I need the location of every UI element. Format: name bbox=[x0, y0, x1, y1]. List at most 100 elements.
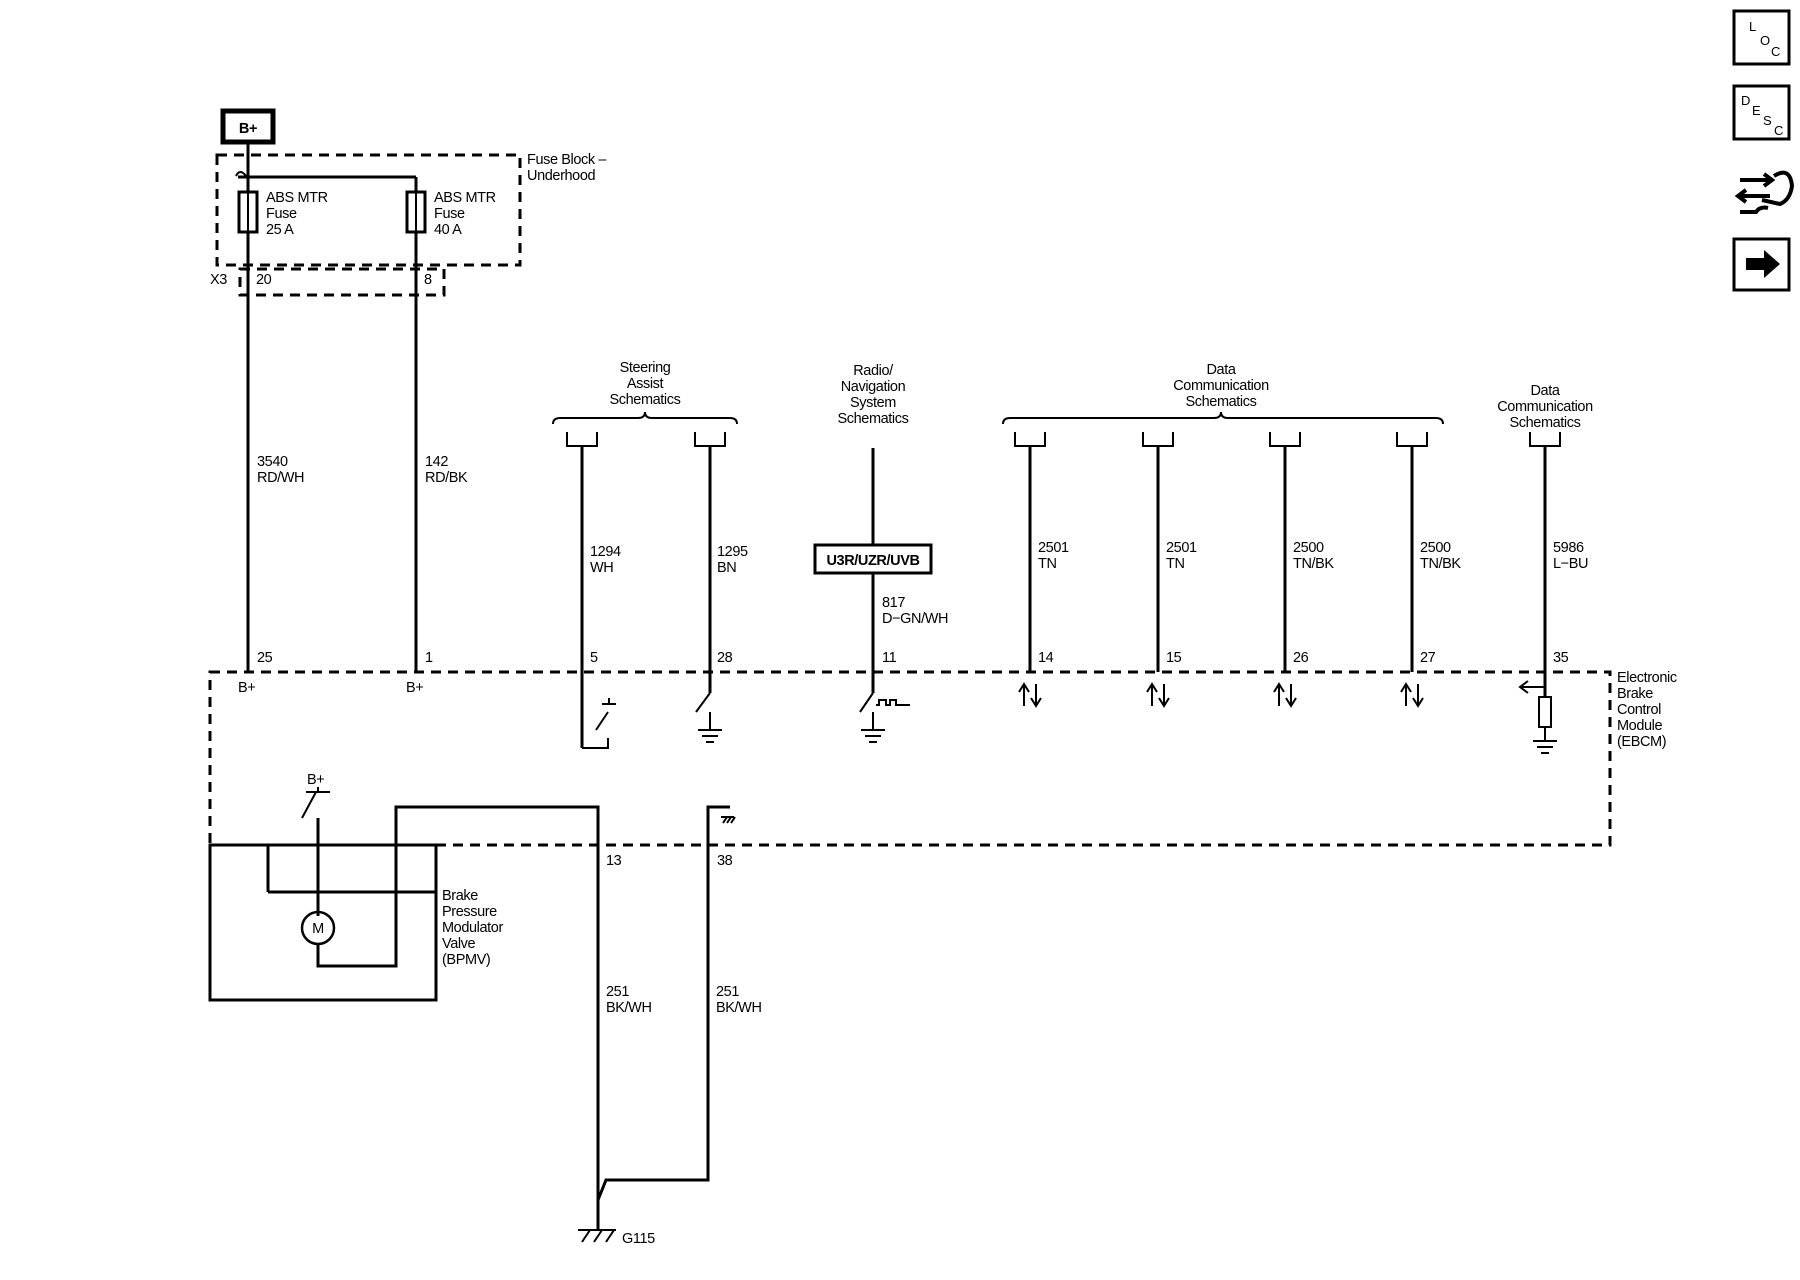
right-arrow-icon bbox=[1746, 250, 1780, 278]
data2-label-1: Data bbox=[1530, 383, 1560, 399]
wire-3540-color: RD/WH bbox=[257, 470, 304, 486]
data2-label-3: Schematics bbox=[1510, 415, 1581, 431]
pin11-ground-icon bbox=[859, 692, 910, 743]
radio-label-4: Schematics bbox=[838, 411, 909, 427]
radio-label-2: Navigation bbox=[841, 379, 906, 395]
steering-label-1: Steering bbox=[620, 360, 671, 376]
ebcm-bplus-25: B+ bbox=[238, 680, 255, 696]
wire-817-number: 817 bbox=[882, 595, 905, 611]
bpmv-label-5: (BPMV) bbox=[442, 952, 490, 968]
data-communication-reference-2: Data Communication Schematics 5986 L−BU bbox=[1497, 383, 1593, 687]
wire-142-color: RD/BK bbox=[425, 470, 468, 486]
data-communication-reference-1: Data Communication Schematics 2501 TN 25… bbox=[1002, 362, 1462, 672]
loc-letter-o: O bbox=[1760, 33, 1770, 48]
steering-assist-reference: Steering Assist Schematics 1294 WH 1295 … bbox=[552, 360, 748, 748]
pin35-ground-icon bbox=[1533, 727, 1557, 754]
wire-3540-number: 3540 bbox=[257, 454, 288, 470]
ebcm-label-3: Control bbox=[1617, 702, 1661, 718]
description-button[interactable]: D E S C bbox=[1732, 84, 1791, 141]
wire-2501b-number: 2501 bbox=[1166, 540, 1197, 556]
wire-2500b-color: TN/BK bbox=[1420, 556, 1461, 572]
wire-5986-number: 5986 bbox=[1553, 540, 1584, 556]
pin-38: 38 bbox=[717, 853, 733, 869]
connector-pin-20: 20 bbox=[256, 272, 272, 288]
steering-label-2: Assist bbox=[627, 376, 664, 392]
next-page-button[interactable] bbox=[1732, 237, 1791, 292]
wire-142-number: 142 bbox=[425, 454, 448, 470]
pin5-switch bbox=[582, 698, 616, 749]
power-wires: 3540 RD/WH 142 RD/BK bbox=[246, 232, 468, 672]
fuse-block-label-2: Underhood bbox=[527, 168, 595, 184]
connector-icon bbox=[1740, 170, 1795, 207]
fuse2-type: Fuse bbox=[434, 206, 465, 222]
desc-letter-e: E bbox=[1752, 103, 1761, 118]
chassis-ground-icon bbox=[578, 1229, 616, 1243]
loc-letter-l: L bbox=[1749, 19, 1756, 34]
ebcm-label-1: Electronic bbox=[1617, 670, 1677, 686]
connector-end-view-button[interactable] bbox=[1734, 160, 1795, 222]
ebcm-label-5: (EBCM) bbox=[1617, 734, 1666, 750]
wire-2501a-color: TN bbox=[1038, 556, 1057, 572]
fuse2-rating: 40 A bbox=[434, 222, 462, 238]
pin38-chassis-ground-icon bbox=[721, 816, 736, 824]
wire-251a-color: BK/WH bbox=[606, 1000, 652, 1016]
pin28-ground-icon bbox=[695, 692, 722, 743]
pin-35: 35 bbox=[1553, 650, 1569, 666]
connector-x3-label: X3 bbox=[210, 272, 227, 288]
ground-label-g115: G115 bbox=[622, 1231, 655, 1247]
desc-letter-s: S bbox=[1763, 113, 1772, 128]
desc-letter-c: C bbox=[1774, 123, 1783, 138]
pin-28: 28 bbox=[717, 650, 733, 666]
pin-15: 15 bbox=[1166, 650, 1182, 666]
pin-1: 1 bbox=[425, 650, 433, 666]
wire-251b-number: 251 bbox=[716, 984, 739, 1000]
fuse-block-label-1: Fuse Block – bbox=[527, 152, 607, 168]
location-button[interactable]: L O C bbox=[1732, 9, 1791, 66]
option-codes-box: U3R/UZR/UVB bbox=[826, 553, 919, 569]
fuse2-name: ABS MTR bbox=[434, 190, 496, 206]
battery-plus-label: B+ bbox=[239, 121, 257, 137]
ebcm-label-4: Module bbox=[1617, 718, 1662, 734]
wire-2500b-number: 2500 bbox=[1420, 540, 1451, 556]
fuse-block-underhood: Fuse Block – Underhood ABS MTR Fuse 25 A… bbox=[210, 152, 608, 297]
bpmv-label-2: Pressure bbox=[442, 904, 497, 920]
loc-letter-c: C bbox=[1771, 44, 1780, 59]
fuse1-rating: 25 A bbox=[266, 222, 294, 238]
data2-label-2: Communication bbox=[1497, 399, 1593, 415]
wire-2501a-number: 2501 bbox=[1038, 540, 1069, 556]
bpmv-label-1: Brake bbox=[442, 888, 478, 904]
pin-26: 26 bbox=[1293, 650, 1309, 666]
wire-251b-color: BK/WH bbox=[716, 1000, 762, 1016]
wire-2500a-number: 2500 bbox=[1293, 540, 1324, 556]
wire-2501b-color: TN bbox=[1166, 556, 1185, 572]
wire-251a-number: 251 bbox=[606, 984, 629, 1000]
radio-label-3: System bbox=[850, 395, 896, 411]
battery-power-source: B+ bbox=[220, 108, 276, 158]
ebcm-bplus-internal: B+ bbox=[307, 772, 324, 788]
wire-1294-number: 1294 bbox=[590, 544, 621, 560]
bpmv-label-4: Valve bbox=[442, 936, 476, 952]
data1-label-2: Communication bbox=[1173, 378, 1269, 394]
ebcm-bplus-1: B+ bbox=[406, 680, 423, 696]
brake-pressure-modulator-valve: M Brake Pressure Modulator Valve (BPMV) bbox=[208, 843, 504, 1002]
data1-label-1: Data bbox=[1206, 362, 1236, 378]
wire-2500a-color: TN/BK bbox=[1293, 556, 1334, 572]
ebcm-module: Electronic Brake Control Module (EBCM) 2… bbox=[208, 650, 1677, 940]
pin35-resistor-icon bbox=[1538, 696, 1552, 728]
wire-1295-number: 1295 bbox=[717, 544, 748, 560]
pin-13: 13 bbox=[606, 853, 622, 869]
internal-power-switch bbox=[301, 787, 330, 819]
arrow-icon bbox=[1734, 188, 1770, 204]
bpmv-label-3: Modulator bbox=[442, 920, 503, 936]
pin-5: 5 bbox=[590, 650, 598, 666]
wire-1294-color: WH bbox=[590, 560, 613, 576]
data-arrows bbox=[1018, 682, 1424, 708]
wrench-icon bbox=[1740, 205, 1769, 214]
wire-817-color: D−GN/WH bbox=[882, 611, 948, 627]
pin-27: 27 bbox=[1420, 650, 1436, 666]
fuse1-name: ABS MTR bbox=[266, 190, 328, 206]
desc-letter-d: D bbox=[1741, 93, 1750, 108]
pin35-arrow bbox=[1518, 680, 1545, 694]
connector-pin-8: 8 bbox=[424, 272, 432, 288]
